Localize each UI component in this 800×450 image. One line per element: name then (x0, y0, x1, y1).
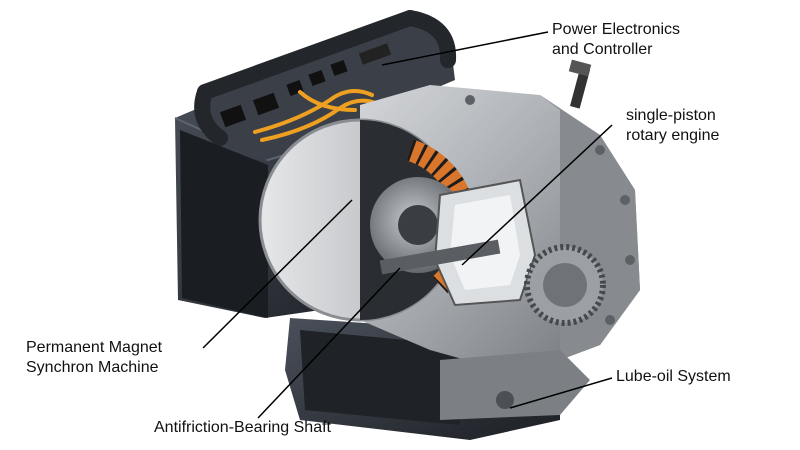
leader-line-power-electronics (381, 31, 549, 66)
label-pmsm-line2: Synchron Machine (26, 359, 159, 376)
label-pmsm-line1: Permanent Magnet (26, 339, 163, 356)
label-lube-oil: Lube-oil System (616, 367, 731, 387)
gear-ring (524, 244, 606, 326)
label-bearing-shaft-text: Antifriction-Bearing Shaft (154, 419, 331, 436)
label-lube-oil-text: Lube-oil System (616, 368, 731, 385)
leader-line-lube-oil (509, 377, 613, 409)
label-rotary-engine: single-piston rotary engine (626, 106, 719, 146)
controller-box (194, 10, 457, 160)
leader-line-pmsm (202, 199, 353, 349)
label-power-electronics-line2: and Controller (552, 41, 653, 58)
label-pmsm: Permanent Magnet Synchron Machine (26, 338, 162, 378)
orange-wiring (253, 89, 382, 142)
label-rotary-engine-line2: rotary engine (626, 127, 720, 144)
label-power-electronics: Power Electronics and Controller (552, 20, 680, 60)
label-bearing-shaft: Antifriction-Bearing Shaft (154, 418, 331, 438)
label-power-electronics-line1: Power Electronics (552, 21, 681, 38)
leader-line-rotary-engine (461, 124, 613, 266)
label-rotary-engine-line1: single-piston (626, 107, 716, 124)
lube-oil-pump (440, 350, 590, 420)
leader-line-bearing-shaft (257, 267, 401, 419)
leader-lines (202, 31, 613, 419)
bearing-shaft (379, 239, 501, 275)
